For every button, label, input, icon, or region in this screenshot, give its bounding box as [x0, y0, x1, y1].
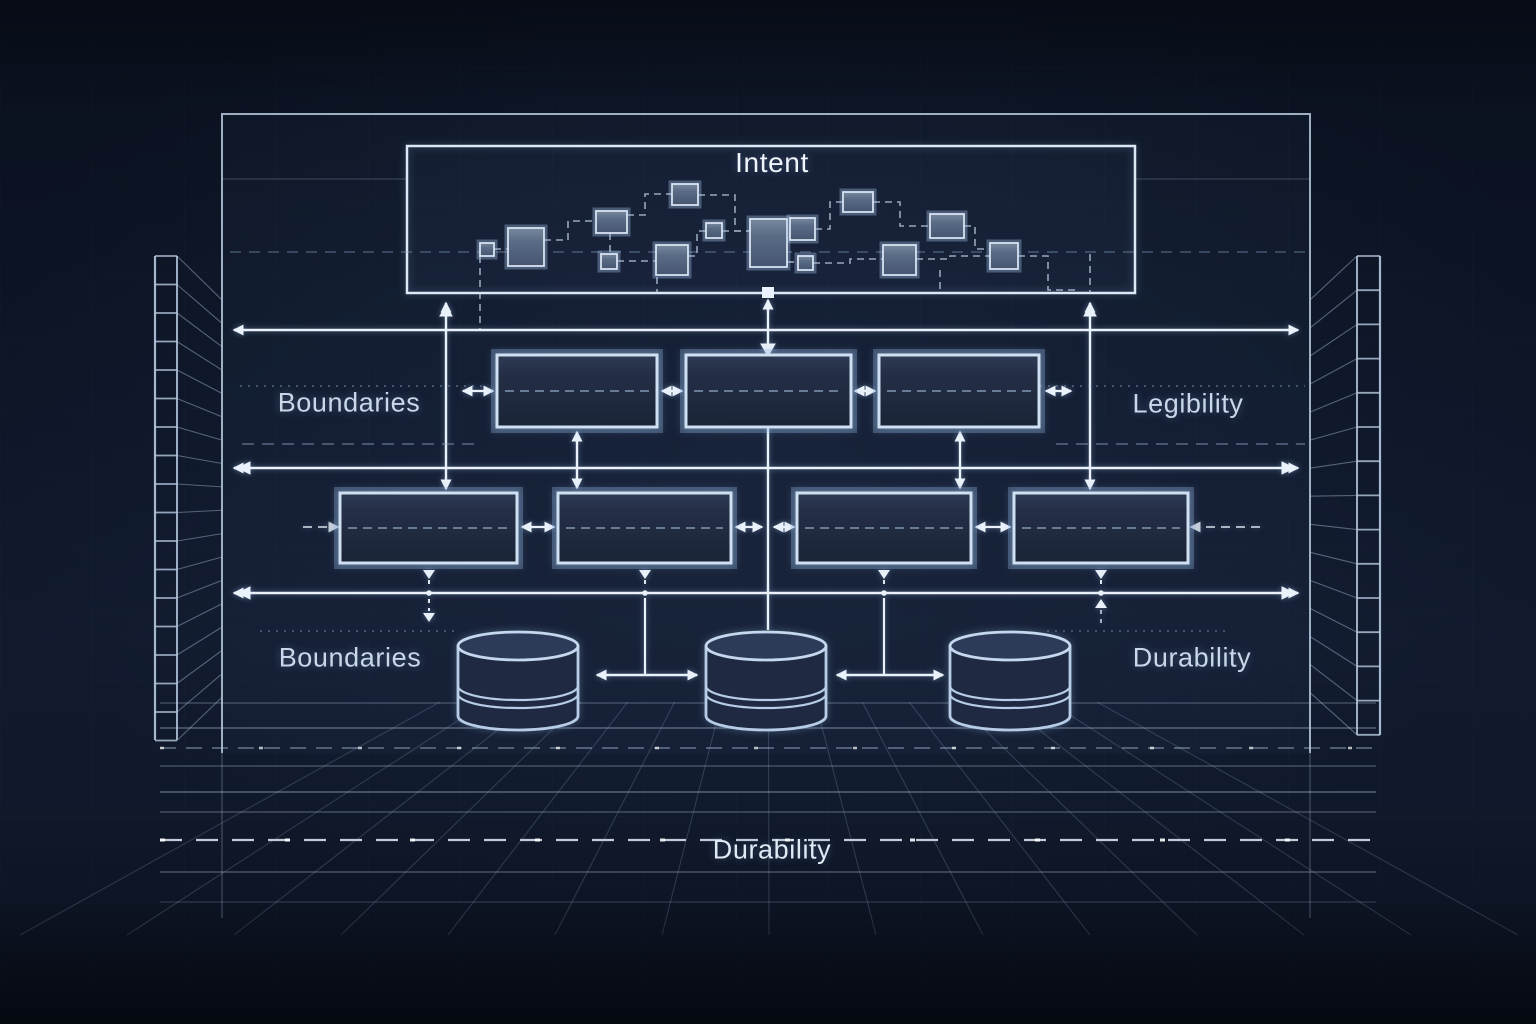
bottom-fade — [0, 905, 1536, 1024]
process-box — [1008, 487, 1194, 569]
label-boundaries-upper: Boundaries — [277, 387, 421, 418]
flow-node — [668, 180, 702, 209]
process-row-upper — [491, 349, 1045, 433]
top-fade — [0, 0, 1536, 95]
process-box — [491, 349, 663, 433]
floor-grid — [19, 701, 1519, 936]
process-box — [680, 349, 857, 433]
label-legibility: Legibility — [1132, 388, 1244, 419]
datastore-row — [456, 630, 1072, 732]
flow-node — [702, 219, 726, 242]
flow-node — [986, 239, 1022, 273]
flow-node — [879, 241, 920, 279]
database-cylinder — [456, 630, 580, 732]
flow-node — [504, 224, 548, 270]
process-box — [873, 349, 1045, 433]
flow-anchor-square — [762, 287, 774, 298]
intent-flowchart — [476, 180, 1022, 279]
flow-node — [926, 210, 968, 242]
database-cylinder — [704, 630, 828, 732]
flow-arrows — [232, 298, 1300, 681]
left-wall-grid — [153, 255, 223, 742]
label-boundaries-lower: Boundaries — [278, 642, 422, 673]
flow-node — [652, 241, 692, 279]
process-row-lower — [334, 487, 1194, 569]
flow-node — [839, 188, 877, 216]
right-wall-grid — [1309, 255, 1382, 736]
process-box — [334, 487, 523, 569]
label-durability-right: Durability — [1132, 642, 1252, 673]
intent-title: Intent — [735, 147, 809, 178]
label-durability-floor: Durability — [712, 834, 832, 865]
flow-node — [746, 215, 791, 271]
guide-lines — [240, 385, 1305, 632]
process-box — [791, 487, 977, 569]
flow-node — [597, 250, 621, 273]
process-box — [552, 487, 737, 569]
flow-node — [476, 239, 498, 260]
flow-node — [794, 252, 817, 274]
flow-node — [592, 207, 631, 237]
flow-node — [786, 214, 819, 244]
database-cylinder — [948, 630, 1072, 732]
